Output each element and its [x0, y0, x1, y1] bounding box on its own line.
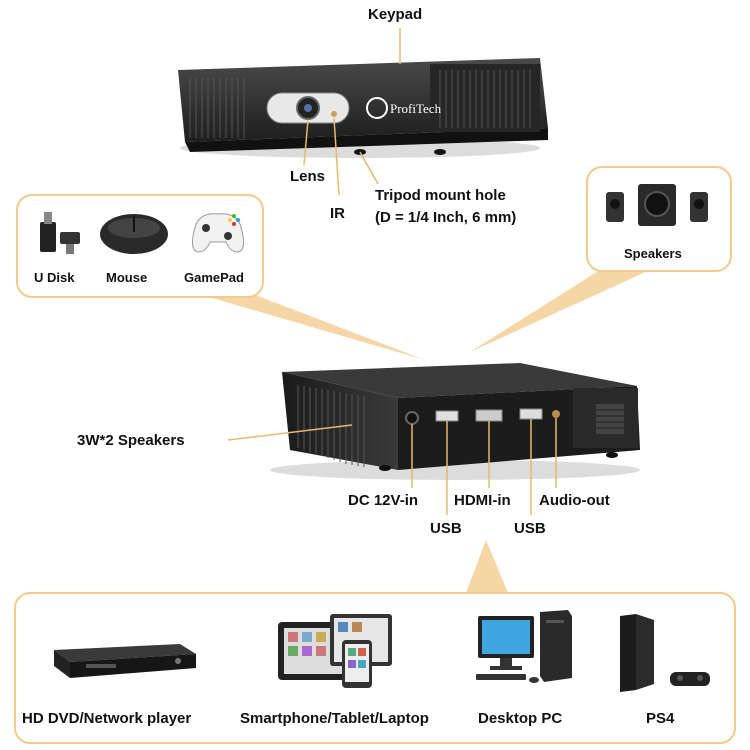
desktop-pc-label: Desktop PC [478, 710, 563, 727]
mobile-devices-label: Smartphone/Tablet/Laptop [240, 710, 429, 727]
sources-box: HD DVD/Network player Smartphone/Tablet/… [14, 592, 736, 744]
hdmi-port-label: HDMI-in [454, 492, 511, 509]
usb-left-label: USB [430, 520, 462, 537]
top-callout-lines [303, 28, 401, 196]
dvd-player-icon [54, 644, 196, 678]
speakers-label: Speakers [624, 246, 682, 261]
audio-port-label: Audio-out [539, 492, 610, 509]
speakers-icon [606, 184, 708, 226]
top-projector-device [178, 58, 548, 158]
usb-disk-icon [40, 212, 80, 254]
side-speakers-label: 3W*2 Speakers [77, 432, 185, 449]
dvd-player-label: HD DVD/Network player [22, 710, 192, 727]
keypad-label: Keypad [368, 6, 423, 23]
mouse-label: Mouse [106, 270, 148, 285]
usb-right-label: USB [514, 520, 546, 537]
ps4-label: PS4 [646, 710, 675, 727]
ir-label: IR [330, 205, 345, 222]
lens-label: Lens [290, 168, 326, 185]
peripherals-connector-wedge [195, 293, 425, 360]
mouse-icon [100, 214, 168, 254]
speakers-connector-wedge [470, 270, 650, 352]
ps4-icon [620, 614, 710, 692]
sources-connector-wedge [466, 540, 508, 593]
usb-disk-label: U Disk [34, 270, 75, 285]
rear-projector-device [270, 363, 640, 480]
gamepad-label: GamePad [184, 270, 244, 285]
tripod-label-line1: Tripod mount hole [375, 187, 506, 204]
gamepad-icon [192, 213, 244, 253]
rear-callout-lines [227, 418, 557, 515]
dc-port-label: DC 12V-in [348, 492, 419, 509]
tripod-label-line2: (D = 1/4 Inch, 6 mm) [375, 209, 517, 226]
usb-peripherals-box: U Disk Mouse GamePad [16, 194, 264, 298]
brand-logo: ProfiTech [390, 101, 442, 116]
desktop-pc-icon [476, 610, 572, 683]
speakers-box: Speakers [586, 166, 732, 272]
mobile-devices-icon [278, 614, 392, 688]
